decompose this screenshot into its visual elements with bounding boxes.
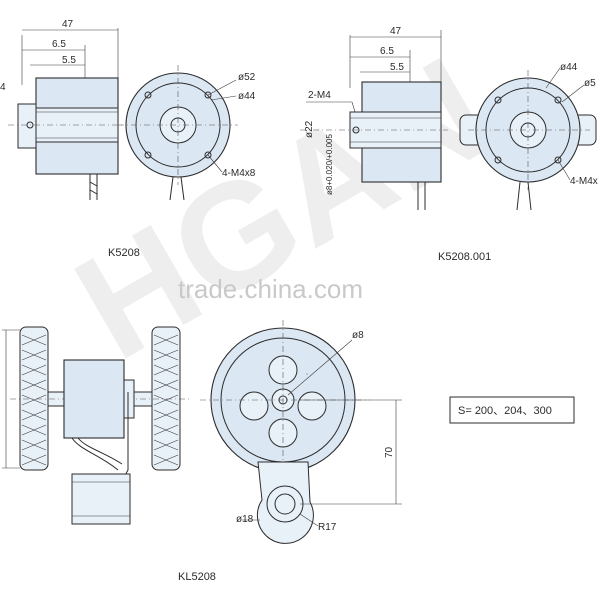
- dim-left-4: 4: [0, 82, 6, 93]
- dim2-bore: ø8+0.020/+0.005: [325, 134, 334, 195]
- watermark-text: trade.china.com: [178, 274, 363, 304]
- dim2-6-5: 6.5: [380, 46, 394, 57]
- dim2-outer-dia: ø5: [584, 78, 596, 89]
- dim-overall-length: 47: [62, 19, 74, 30]
- kl5208-encoder: [64, 360, 124, 438]
- dim3-radius: R17: [318, 522, 337, 533]
- wheel-right: [152, 327, 180, 470]
- wheel-left: [20, 327, 48, 470]
- dim2-5-5: 5.5: [390, 62, 404, 73]
- caption-k5208-001: K5208.001: [438, 251, 491, 263]
- view-kl5208: ø8 70 ø18 R17 KL5208: [2, 320, 402, 583]
- dim2-set-screw: 2-M4: [308, 90, 331, 101]
- dim2-shaft-dia: ø22: [304, 120, 315, 138]
- dim-pcd: ø44: [238, 91, 256, 102]
- dim3-bore: ø8: [352, 330, 364, 341]
- dim2-pcd: ø44: [560, 62, 578, 73]
- dim-5-5: 5.5: [62, 55, 76, 66]
- dim2-overall-length: 47: [390, 26, 402, 37]
- spec-box: S= 200、204、300: [450, 397, 574, 423]
- dim-outer-dia: ø52: [238, 72, 256, 83]
- caption-kl5208: KL5208: [178, 571, 216, 583]
- dim-6-5: 6.5: [52, 39, 66, 50]
- spec-box-text: S= 200、204、300: [458, 405, 552, 417]
- kl5208-mount-block: [72, 474, 130, 524]
- caption-k5208: K5208: [108, 247, 140, 259]
- dim3-pivot-dia: ø18: [236, 514, 254, 525]
- dim2-holes: 4-M4x: [570, 176, 598, 187]
- dim3-center-distance: 70: [384, 446, 395, 458]
- dim-holes: 4-M4x8: [222, 168, 256, 179]
